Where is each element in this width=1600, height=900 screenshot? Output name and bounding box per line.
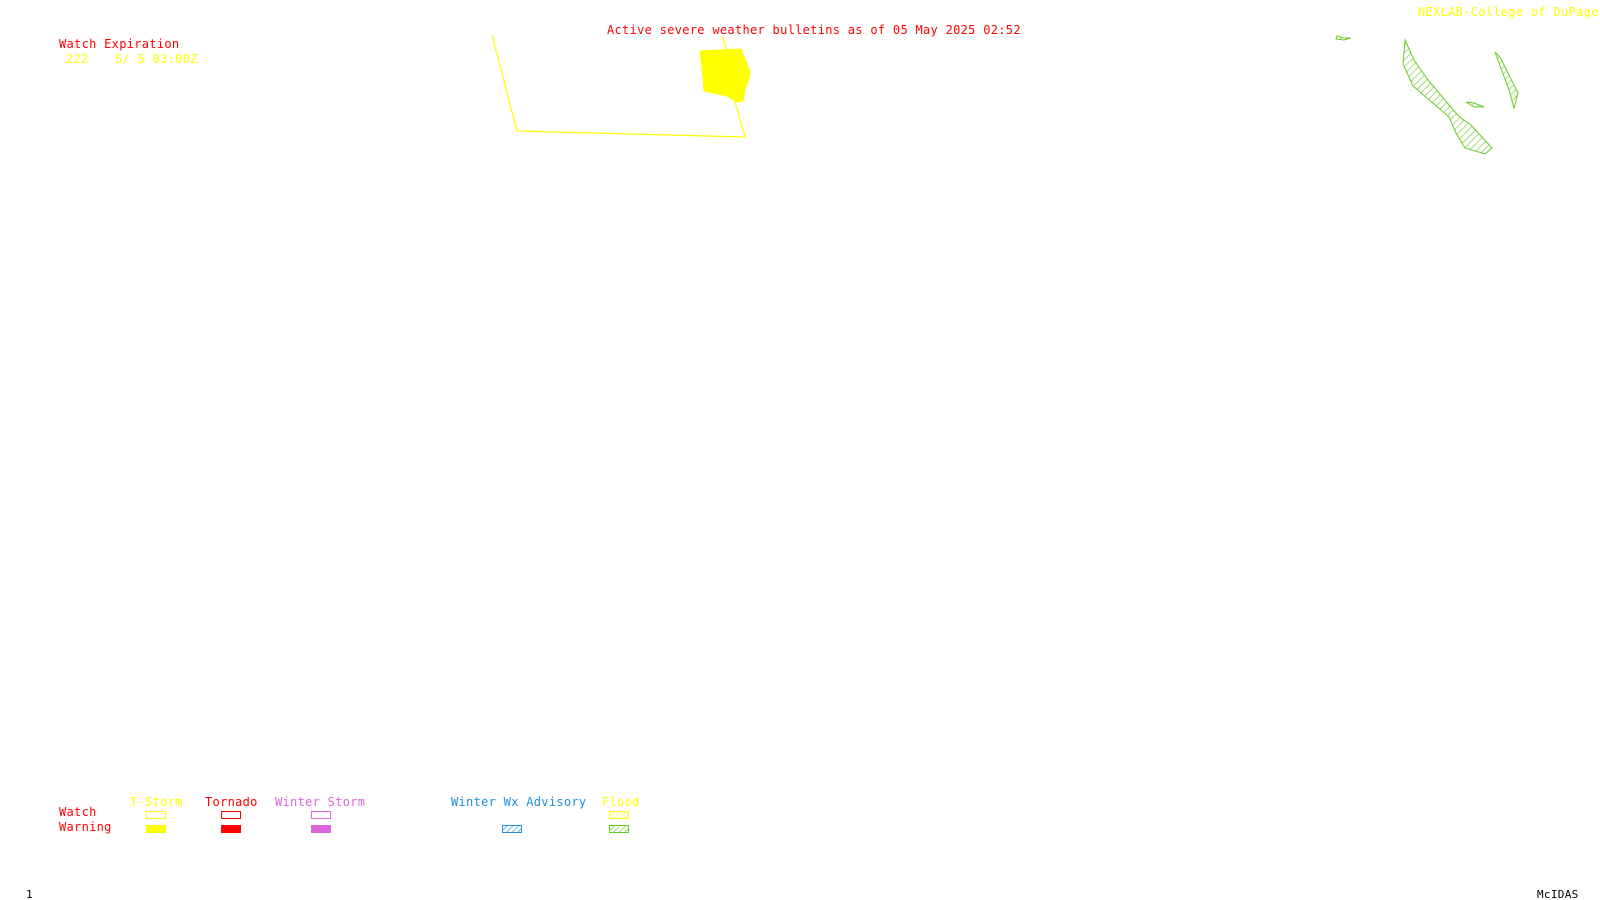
legend-row-warning: Warning: [59, 820, 112, 834]
legend-category-tstorm: T-Storm: [130, 795, 183, 809]
tstorm-watch-swatch: [146, 811, 166, 819]
legend-category-tornado: Tornado: [205, 795, 258, 809]
tornado-watch-swatch: [221, 811, 241, 819]
tstorm-warning-swatch: [146, 825, 166, 833]
flood-warning-polygon: [1494, 51, 1519, 110]
watch-expiration-heading: Watch Expiration: [59, 37, 180, 51]
tornado-warning-swatch: [221, 825, 241, 833]
legend-category-winter-wx-advisory: Winter Wx Advisory: [451, 795, 587, 809]
winter-storm-watch-swatch: [311, 811, 331, 819]
software-label: McIDAS: [1537, 888, 1579, 900]
flood-warning-polygon: [1465, 101, 1485, 108]
flood-warning-polygon: [1335, 35, 1352, 41]
tstorm-watch-outline-segment: [721, 35, 728, 52]
winter-storm-warning-swatch: [311, 825, 331, 833]
bulletin-title: Active severe weather bulletins as of 05…: [607, 23, 1021, 37]
watch-number: 222: [66, 52, 89, 66]
legend-category-flood: Flood: [602, 795, 640, 809]
legend-row-watch: Watch: [59, 805, 97, 819]
flood-warning-swatch: [609, 825, 629, 833]
watch-expiry-time: 5/ 5 03:00Z: [115, 52, 198, 66]
flood-warning-polygon: [1402, 38, 1493, 155]
frame-number: 1: [26, 888, 33, 900]
winter-wx-advisory-swatch: [502, 825, 522, 833]
legend-category-winter-storm: Winter Storm: [275, 795, 366, 809]
tstorm-warning-polygon: [699, 48, 751, 103]
flood-watch-swatch: [609, 811, 629, 819]
credit-label: NEXLAB-College of DuPage R: [1418, 5, 1600, 19]
